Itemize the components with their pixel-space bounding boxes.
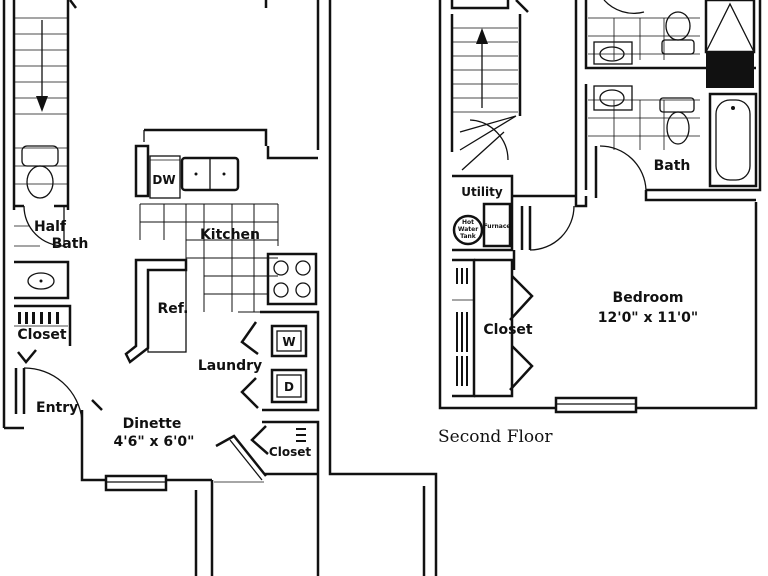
shower-icon: [704, 0, 756, 88]
sink-icon: [27, 272, 55, 290]
kitchen: DW Kitchen: [134, 128, 318, 313]
dinette-dimensions: 4'6" x 6'0": [114, 434, 195, 450]
sink-icon: [593, 41, 633, 65]
toilet-icon: [659, 97, 695, 145]
closet-lower-label: Closet: [269, 445, 311, 459]
entry-door: Entry: [14, 367, 83, 421]
sink-icon: [180, 156, 240, 192]
upper-bath: [574, 0, 762, 192]
dishwasher: DW: [149, 155, 181, 199]
closet-upper: Closet: [14, 304, 72, 364]
hot-water-label-1: Hot: [462, 219, 474, 226]
kitchen-label: Kitchen: [200, 227, 260, 243]
furnace: Furnace: [482, 202, 512, 248]
stairs-down: [12, 0, 77, 130]
sink-icon: [593, 85, 633, 111]
laundry-label: Laundry: [198, 358, 262, 374]
half-bath: Half Bath: [12, 130, 89, 300]
bath-label: Bath: [654, 158, 691, 174]
hot-water-label-3: Tank: [460, 233, 477, 240]
utility: Utility Hot Water Tank Furnace: [452, 174, 588, 270]
dryer: D: [270, 368, 308, 404]
dinette: Dinette 4'6" x 6'0": [80, 399, 267, 492]
second-floor: Bath Utility Hot Water Tank Furnace: [438, 0, 762, 447]
bedroom-dimensions: 12'0" x 11'0": [598, 310, 698, 326]
furnace-label: Furnace: [484, 223, 511, 230]
down-arrow-icon: [36, 96, 48, 112]
utility-label: Utility: [461, 185, 503, 199]
closet-second-floor: Closet: [452, 258, 534, 398]
half-bath-label: Half: [34, 219, 67, 235]
up-arrow-icon: [476, 28, 488, 44]
first-floor: Half Bath Closet Entry: [2, 0, 438, 576]
bath: Bath: [593, 85, 758, 202]
laundry: W D Laundry: [198, 310, 320, 412]
washer-label: W: [282, 335, 295, 349]
dinette-label: Dinette: [123, 416, 182, 432]
hot-water-tank: Hot Water Tank: [452, 214, 484, 246]
bedroom: Bedroom 12'0" x 11'0": [554, 290, 698, 414]
entry-label: Entry: [36, 400, 78, 416]
toilet-icon: [661, 11, 695, 55]
washer: W: [270, 324, 308, 358]
refrigerator: Ref.: [124, 258, 189, 364]
hot-water-label-2: Water: [458, 226, 478, 233]
refrigerator-label: Ref.: [158, 301, 189, 317]
half-bath-label-2: Bath: [52, 236, 89, 252]
bathtub-icon: [708, 92, 758, 188]
closet-lower: Closet: [250, 420, 320, 470]
second-floor-title: Second Floor: [438, 427, 553, 447]
dishwasher-label: DW: [152, 173, 175, 187]
bedroom-label: Bedroom: [613, 290, 684, 306]
closet-label: Closet: [483, 322, 533, 338]
stove-icon: [266, 252, 318, 306]
toilet-icon: [21, 145, 59, 199]
stairs-up: [450, 14, 522, 171]
closet-upper-label: Closet: [17, 327, 67, 343]
dryer-label: D: [284, 380, 294, 394]
